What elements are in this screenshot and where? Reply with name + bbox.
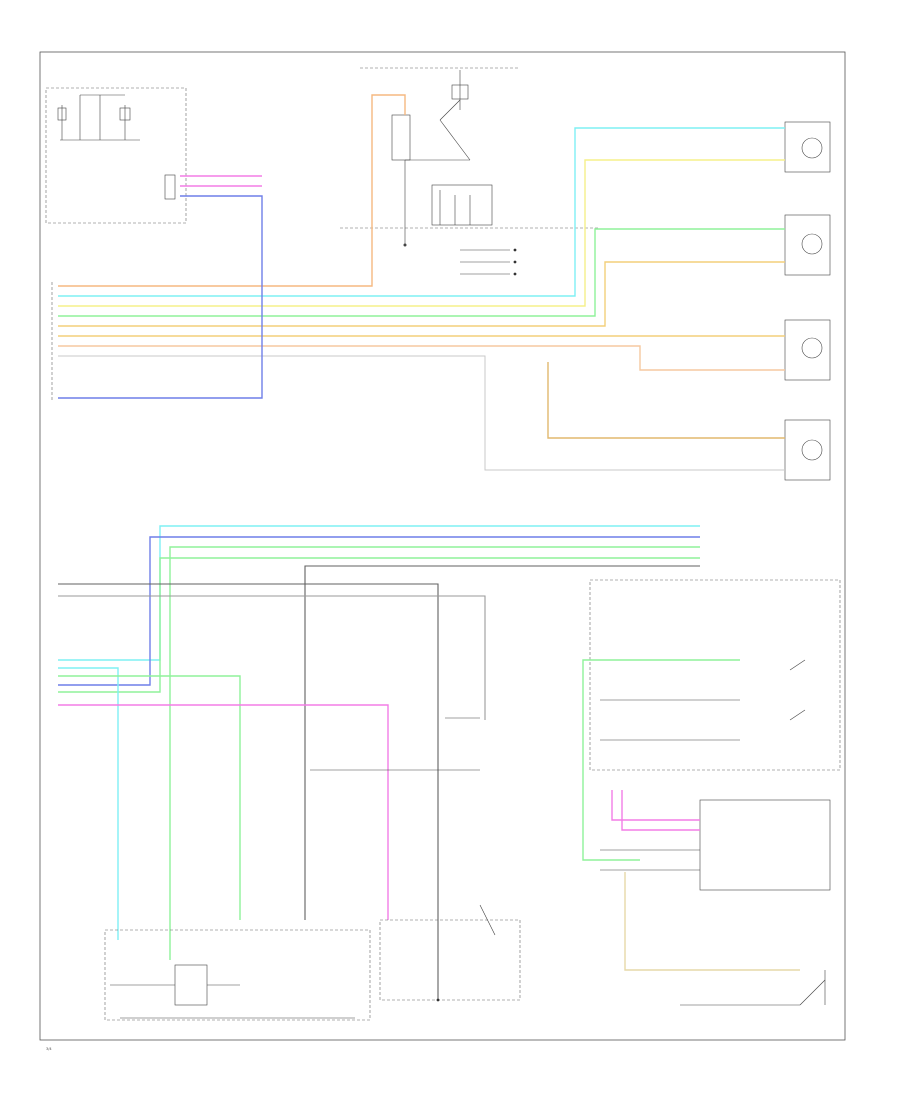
wire-cyan-down (58, 667, 119, 940)
wire-cyan-lower (58, 525, 700, 661)
wire-blue-lower (58, 536, 700, 686)
wire-peach (58, 345, 785, 371)
page-number: 3/4 (46, 1047, 52, 1051)
wire-pink-lower (58, 704, 389, 920)
wire-green-lower-2 (58, 557, 700, 693)
instrument-panel-cluster (45, 87, 187, 224)
traction-control-switch (680, 970, 826, 1006)
wire-orange (58, 94, 406, 287)
wire-tan-lr (547, 362, 785, 439)
wire-cyan (58, 127, 785, 297)
wire-gray-1 (58, 355, 785, 471)
diagram-frame (39, 51, 846, 1041)
wire-yellow (58, 159, 785, 307)
brake-pressure-sensor (379, 904, 521, 1002)
wire-green (58, 228, 785, 317)
fuse-block (340, 67, 600, 276)
steering-wheel-position-sensor (104, 929, 371, 1021)
wire-dgray-lower (304, 565, 700, 920)
wire-green-ladder (58, 675, 241, 920)
wire-green-lower-1 (169, 546, 700, 960)
wire-gray-left-top-2 (58, 595, 486, 720)
wire-gray-left-top (58, 583, 439, 1000)
wire-tan (58, 261, 785, 327)
electronic-brake-control-module (582, 579, 841, 971)
wheel-speed-sensors (784, 121, 831, 481)
wire-blue-cluster (58, 195, 263, 399)
